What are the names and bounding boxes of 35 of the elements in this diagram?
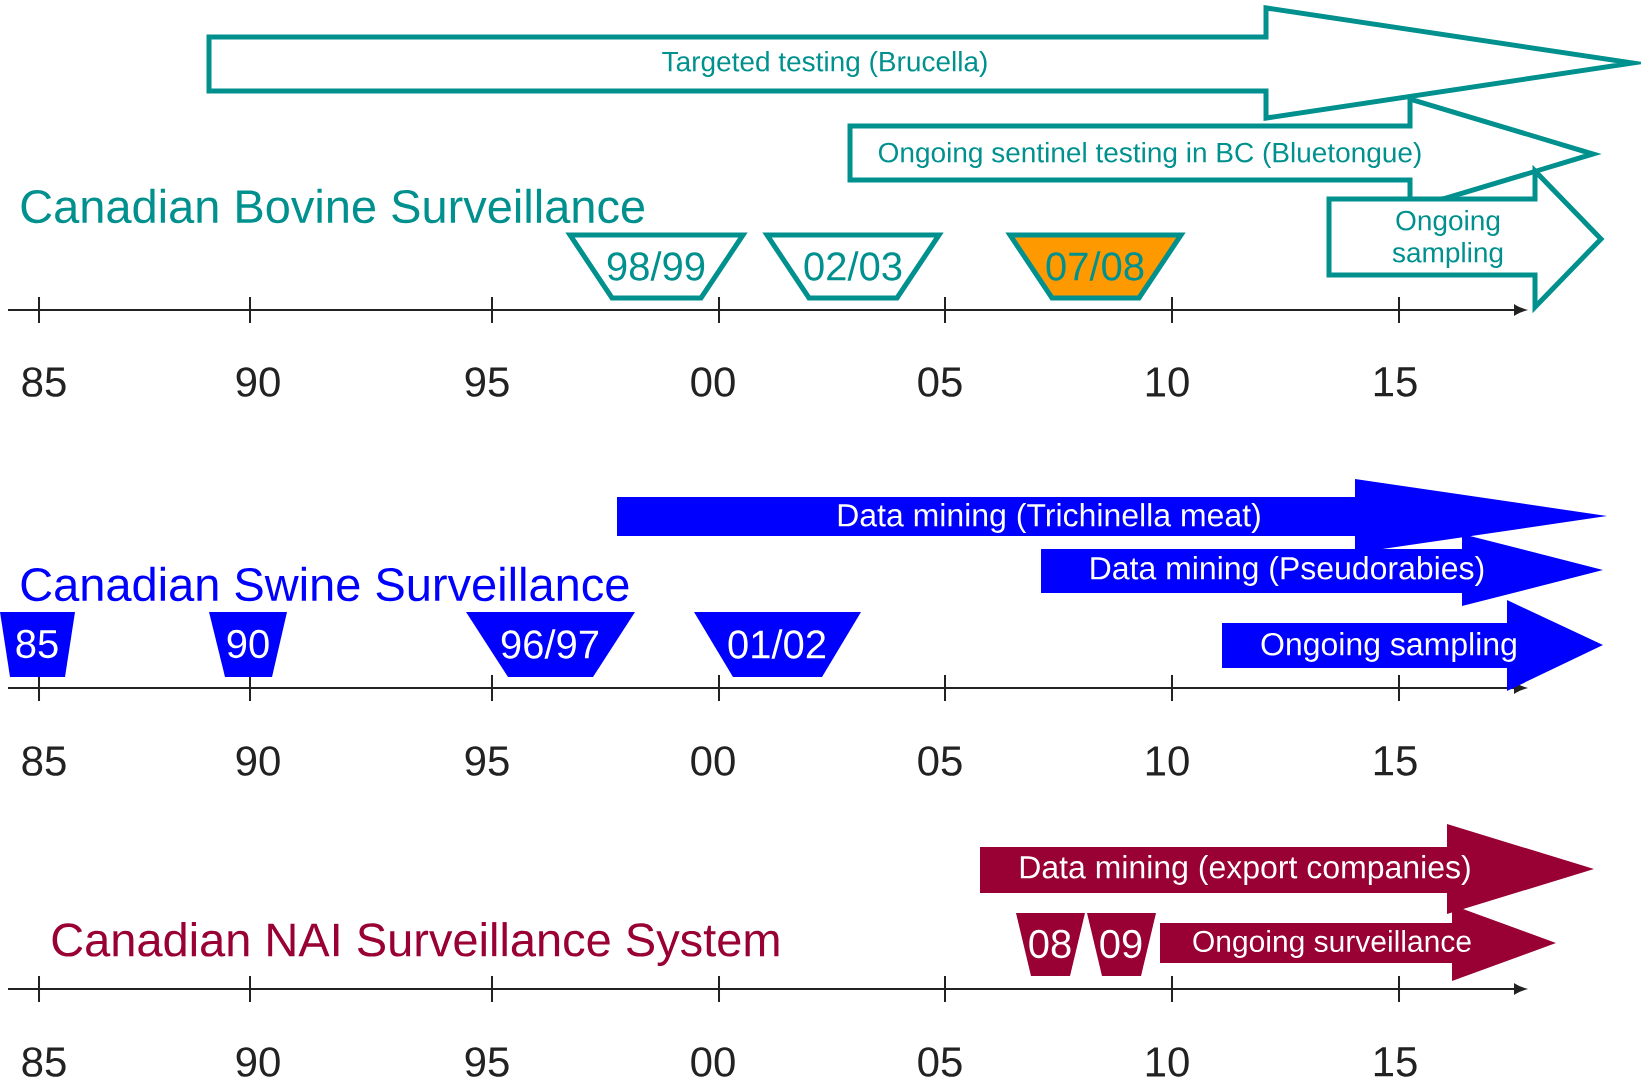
tick-label: 95 bbox=[465, 1047, 509, 1077]
tick-label: 05 bbox=[918, 367, 962, 397]
tick-label: 95 bbox=[465, 746, 509, 776]
tick-label: 15 bbox=[1374, 367, 1417, 397]
tick-label: 90 bbox=[236, 1047, 280, 1077]
tick-label: 10 bbox=[1146, 746, 1189, 776]
tick-label: 85 bbox=[22, 746, 66, 776]
year-trapezoid: 90 bbox=[209, 612, 287, 677]
year-trapezoid: 08 bbox=[1016, 913, 1085, 976]
section-title: Canadian Bovine Surveillance bbox=[21, 188, 644, 224]
tick-label: 05 bbox=[918, 746, 962, 776]
section-title: Canadian Swine Surveillance bbox=[21, 566, 629, 602]
tick-label: 85 bbox=[22, 1047, 66, 1077]
tick-label: 15 bbox=[1374, 1047, 1417, 1077]
tick-label: 00 bbox=[691, 746, 735, 776]
tick-label: 05 bbox=[918, 1047, 962, 1077]
period-bar: Ongoing sampling bbox=[1222, 600, 1603, 691]
year-trapezoid: 85 bbox=[0, 612, 75, 677]
tick-label: 10 bbox=[1146, 1047, 1189, 1077]
tick-label: 85 bbox=[22, 367, 66, 397]
period-bar: Ongoing surveillance bbox=[1160, 905, 1556, 981]
year-trapezoid: 01/02 bbox=[694, 612, 861, 677]
period-bar: Data mining (Pseudorabies) bbox=[1041, 534, 1603, 606]
year-trapezoid: 09 bbox=[1087, 913, 1156, 976]
tick-label: 90 bbox=[236, 746, 280, 776]
year-trapezoid: 96/97 bbox=[466, 612, 635, 677]
tick-label: 15 bbox=[1374, 746, 1417, 776]
tick-label: 00 bbox=[691, 367, 735, 397]
tick-label: 00 bbox=[691, 1047, 735, 1077]
tick-label: 95 bbox=[465, 367, 509, 397]
period-bar: Data mining (Trichinella meat) bbox=[617, 479, 1607, 553]
tick-label: 90 bbox=[236, 367, 280, 397]
tick-label: 10 bbox=[1146, 367, 1189, 397]
section-title: Canadian NAI Surveillance System bbox=[52, 922, 779, 966]
period-bar: Targeted testing (Brucella) bbox=[206, 5, 1641, 121]
